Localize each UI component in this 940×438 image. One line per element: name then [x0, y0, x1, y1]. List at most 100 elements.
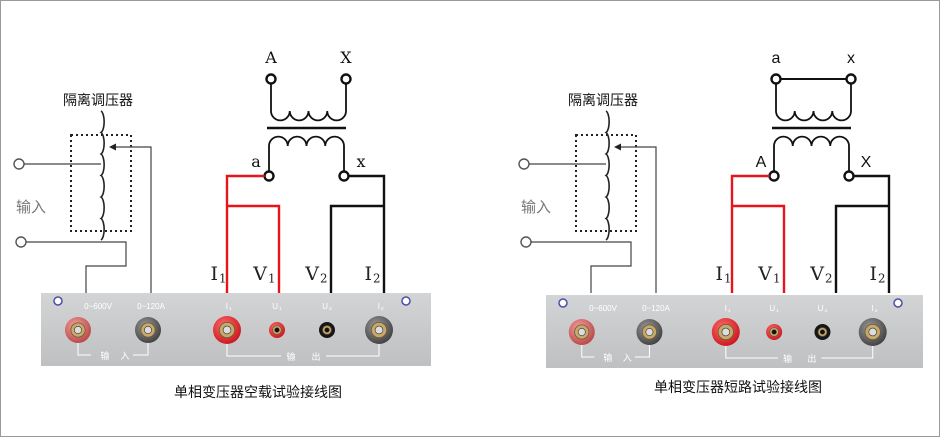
meter-label-i1-main: I — [715, 263, 723, 285]
input-group-label: 输 — [603, 352, 612, 364]
input-voltage-post — [568, 319, 595, 345]
diagram-caption: 单相变压器空载试验接线图 — [174, 384, 342, 401]
output-i2-post — [858, 318, 887, 346]
meter-label-i1-sub: 1 — [724, 271, 732, 285]
input-voltage-post-hole — [74, 326, 82, 334]
terminal-label-bottom-right: X — [861, 154, 872, 171]
terminal-label-top-left: A — [264, 48, 277, 67]
terminal-bottom-right — [338, 170, 350, 182]
panel-terminal-label-main: U — [322, 302, 328, 311]
panel-terminal-label-sub: 2 — [824, 308, 827, 314]
black-wire-current — [853, 174, 891, 293]
wiper-arrow-icon — [109, 143, 116, 151]
output-u2-post-hole — [324, 327, 330, 333]
terminal-label-top-left: a — [772, 50, 781, 67]
meter-label-v1-main: V — [252, 263, 267, 285]
input-bracket — [77, 343, 91, 356]
meter-label-v2-sub: 2 — [825, 271, 833, 285]
panel-terminal-label-main: I — [871, 304, 873, 313]
wiper-wire — [113, 146, 152, 293]
red-wire-current — [730, 174, 770, 293]
meter-label-i2-sub: 2 — [373, 271, 381, 285]
input-terminal-top — [518, 158, 530, 170]
terminal-bottom-left — [263, 170, 275, 182]
output-u2-post-hole — [819, 329, 826, 335]
black-wire-current — [348, 174, 386, 293]
primary-winding — [775, 83, 852, 122]
output-i2-post — [365, 316, 393, 344]
output-group-label: 出 — [807, 353, 816, 365]
input-current-post — [636, 319, 663, 345]
input-bracket — [634, 345, 650, 358]
input-terminal-top — [13, 158, 25, 170]
output-group-label: 出 — [311, 351, 320, 363]
output-group-label: 输 — [286, 351, 295, 363]
output-bracket — [725, 346, 778, 359]
range-current-label: 0~120A — [137, 302, 165, 311]
input-label: 输入 — [521, 198, 551, 216]
regulator-label: 隔离调压器 — [63, 92, 133, 109]
input-group-label: 入 — [623, 353, 632, 364]
regulator-coil — [604, 110, 610, 241]
regulator-coil — [99, 110, 105, 241]
screw-icon — [401, 296, 411, 306]
meter-label-i1-main: I — [210, 263, 218, 285]
input-current-post-hole — [645, 328, 654, 336]
output-u2-post — [319, 322, 335, 338]
terminal-label-top-right: X — [340, 48, 352, 67]
terminal-label-bottom-left: A — [756, 154, 767, 171]
meter-label-v2-main: V — [304, 263, 319, 285]
black-wire-voltage — [834, 204, 889, 293]
panel-terminal-label-main: I — [725, 304, 727, 313]
screw-icon — [893, 298, 903, 308]
output-u1-post — [766, 324, 783, 340]
regulator-label: 隔离调压器 — [568, 92, 638, 109]
range-current-label: 0~120A — [642, 304, 670, 313]
meter-label-i2-main: I — [364, 263, 372, 285]
output-u1-post — [269, 322, 285, 338]
terminal-bottom-right — [843, 170, 855, 182]
regulator-output-wire — [85, 241, 127, 293]
input-label: 输入 — [16, 198, 46, 216]
input-bracket — [133, 343, 149, 356]
range-voltage-label: 0~600V — [589, 304, 617, 313]
red-wire-voltage — [227, 204, 281, 293]
panel-terminal-label-sub: 1 — [728, 308, 731, 314]
output-group-label: 输 — [783, 353, 792, 365]
output-u1-post-hole — [771, 329, 777, 335]
terminal-label-bottom-right: x — [356, 152, 365, 171]
terminal-label-top-right: x — [847, 50, 855, 67]
output-u2-post — [814, 324, 831, 340]
terminal-top-left — [265, 73, 277, 85]
red-wire-voltage — [732, 204, 786, 293]
terminal-label-bottom-left: a — [251, 152, 261, 171]
black-wire-voltage — [329, 204, 384, 293]
panel-terminal-label-main: U — [818, 304, 824, 313]
wiper-wire — [618, 146, 657, 293]
output-bracket — [326, 344, 380, 357]
output-u1-post-hole — [274, 327, 280, 333]
range-voltage-label: 0~600V — [84, 302, 112, 311]
regulator-dotted-box — [70, 134, 132, 232]
wiper-arrow-icon — [614, 143, 621, 151]
panel-terminal-label-sub: 2 — [381, 306, 384, 312]
terminal-top-right — [340, 73, 352, 85]
terminal-top-left — [770, 73, 782, 85]
meter-label-v1-sub: 1 — [268, 271, 276, 285]
regulator-output-wire — [590, 241, 632, 293]
input-current-post-hole — [144, 326, 152, 334]
